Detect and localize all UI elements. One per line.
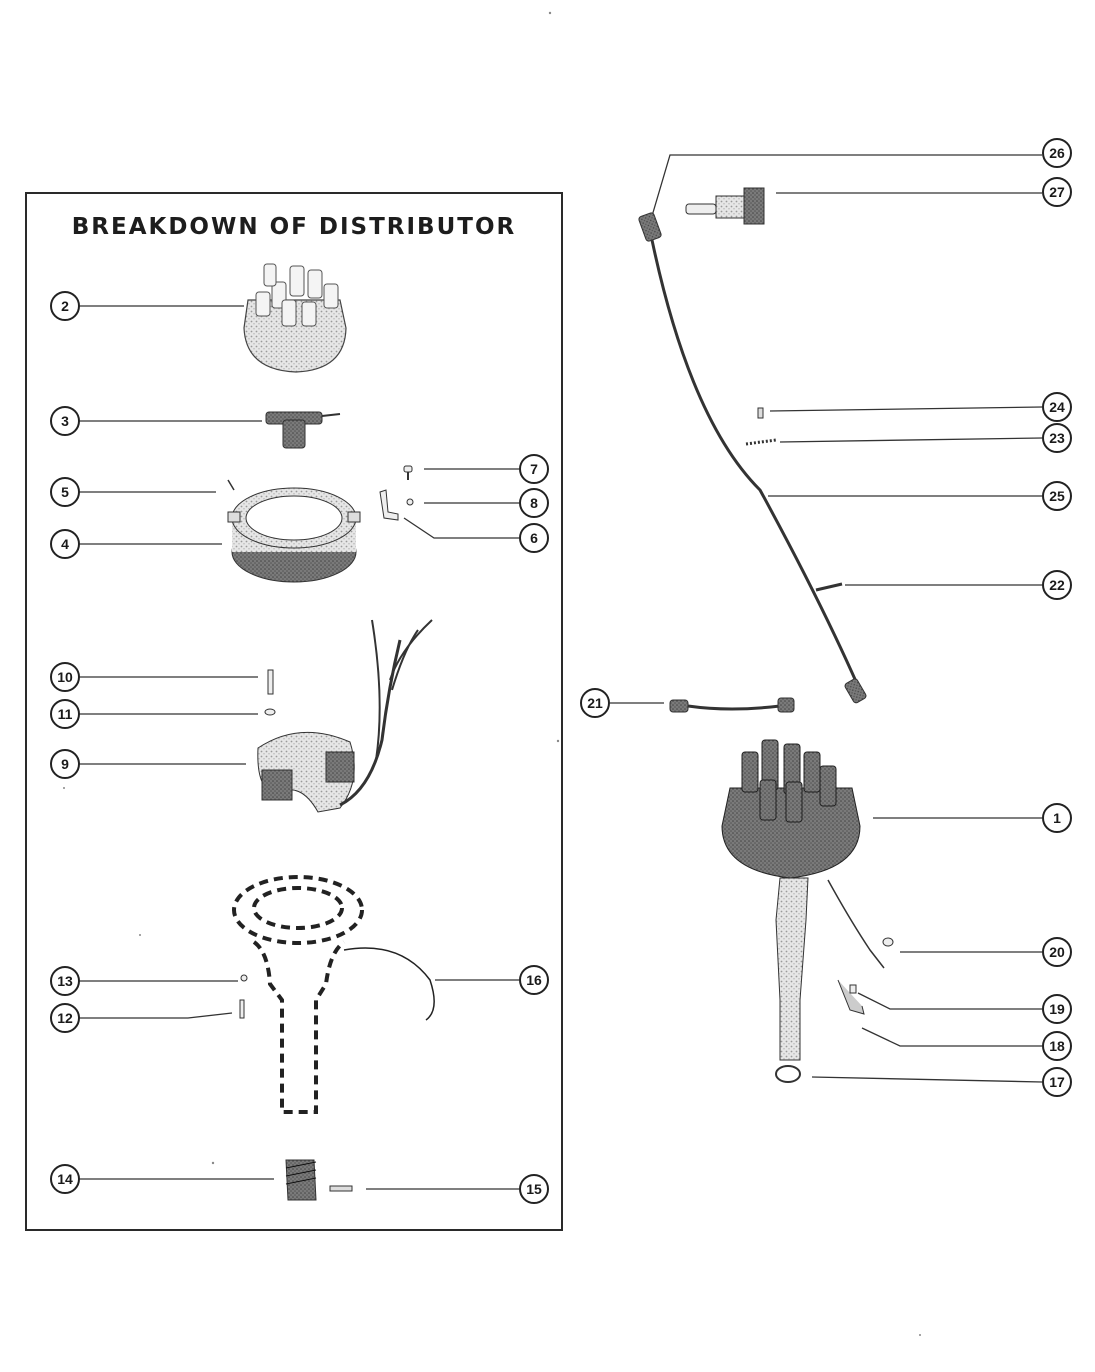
callout-15[interactable]: 15 xyxy=(519,1174,549,1204)
leader-lines-right xyxy=(610,154,1043,1083)
scan-specks xyxy=(63,11,921,1336)
callout-7-label: 7 xyxy=(530,461,538,477)
callout-12-label: 12 xyxy=(57,1010,73,1026)
callout-13-label: 13 xyxy=(57,973,73,989)
callout-8[interactable]: 8 xyxy=(519,488,549,518)
callout-6-label: 6 xyxy=(530,530,538,546)
pickup-ring-part xyxy=(227,479,361,583)
breakdown-panel-frame xyxy=(25,192,563,1231)
callout-5[interactable]: 5 xyxy=(50,477,80,507)
callout-23[interactable]: 23 xyxy=(1042,423,1072,453)
callout-20-label: 20 xyxy=(1049,944,1065,960)
distributor-assembly-part xyxy=(721,739,894,1083)
callout-12[interactable]: 12 xyxy=(50,1003,80,1033)
callout-2[interactable]: 2 xyxy=(50,291,80,321)
callout-3[interactable]: 3 xyxy=(50,406,80,436)
callout-16-label: 16 xyxy=(526,972,542,988)
panel-title: BREAKDOWN OF DISTRIBUTOR xyxy=(71,214,517,240)
lead-small-parts xyxy=(745,407,843,592)
callout-15-label: 15 xyxy=(526,1181,542,1197)
callout-4[interactable]: 4 xyxy=(50,529,80,559)
distributor-cap-part xyxy=(243,263,347,373)
pickup-assembly-part xyxy=(257,619,433,813)
callout-3-label: 3 xyxy=(61,413,69,429)
callout-21-label: 21 xyxy=(587,695,603,711)
spark-plug-part xyxy=(685,187,765,225)
callout-11-label: 11 xyxy=(57,706,73,722)
callout-2-label: 2 xyxy=(61,298,69,314)
callout-25-label: 25 xyxy=(1049,488,1065,504)
callout-21[interactable]: 21 xyxy=(580,688,610,718)
callout-16[interactable]: 16 xyxy=(519,965,549,995)
callout-27-label: 27 xyxy=(1049,184,1065,200)
callout-22[interactable]: 22 xyxy=(1042,570,1072,600)
callout-6[interactable]: 6 xyxy=(519,523,549,553)
callout-1[interactable]: 1 xyxy=(1042,803,1072,833)
callout-22-label: 22 xyxy=(1049,577,1065,593)
callout-18-label: 18 xyxy=(1049,1038,1065,1054)
callout-17[interactable]: 17 xyxy=(1042,1067,1072,1097)
callout-9-label: 9 xyxy=(61,756,69,772)
callout-17-label: 17 xyxy=(1049,1074,1065,1090)
callout-4-label: 4 xyxy=(61,536,69,552)
callout-18[interactable]: 18 xyxy=(1042,1031,1072,1061)
callout-20[interactable]: 20 xyxy=(1042,937,1072,967)
callout-24-label: 24 xyxy=(1049,399,1065,415)
callout-5-label: 5 xyxy=(61,484,69,500)
callout-19-label: 19 xyxy=(1049,1001,1065,1017)
callout-8-label: 8 xyxy=(530,495,538,511)
distributor-housing-outline xyxy=(232,875,435,1114)
retainer-clip-screw-washer xyxy=(379,465,414,521)
callout-23-label: 23 xyxy=(1049,430,1065,446)
leader-lines-left xyxy=(79,305,519,1190)
callout-1-label: 1 xyxy=(1053,810,1061,826)
callout-26-label: 26 xyxy=(1049,145,1065,161)
callout-7[interactable]: 7 xyxy=(519,454,549,484)
callout-14-label: 14 xyxy=(57,1171,73,1187)
callout-11[interactable]: 11 xyxy=(50,699,80,729)
callout-13[interactable]: 13 xyxy=(50,966,80,996)
callout-19[interactable]: 19 xyxy=(1042,994,1072,1024)
rotor-part xyxy=(265,411,341,449)
callout-9[interactable]: 9 xyxy=(50,749,80,779)
screw-washer-12-13 xyxy=(239,974,248,1019)
coil-lead-part xyxy=(669,697,795,713)
callout-14[interactable]: 14 xyxy=(50,1164,80,1194)
callout-10-label: 10 xyxy=(57,669,73,685)
drive-gear-part xyxy=(285,1159,353,1201)
callout-27[interactable]: 27 xyxy=(1042,177,1072,207)
callout-24[interactable]: 24 xyxy=(1042,392,1072,422)
callout-26[interactable]: 26 xyxy=(1042,138,1072,168)
spark-plug-lead-part xyxy=(638,212,867,704)
callout-10[interactable]: 10 xyxy=(50,662,80,692)
callout-25[interactable]: 25 xyxy=(1042,481,1072,511)
